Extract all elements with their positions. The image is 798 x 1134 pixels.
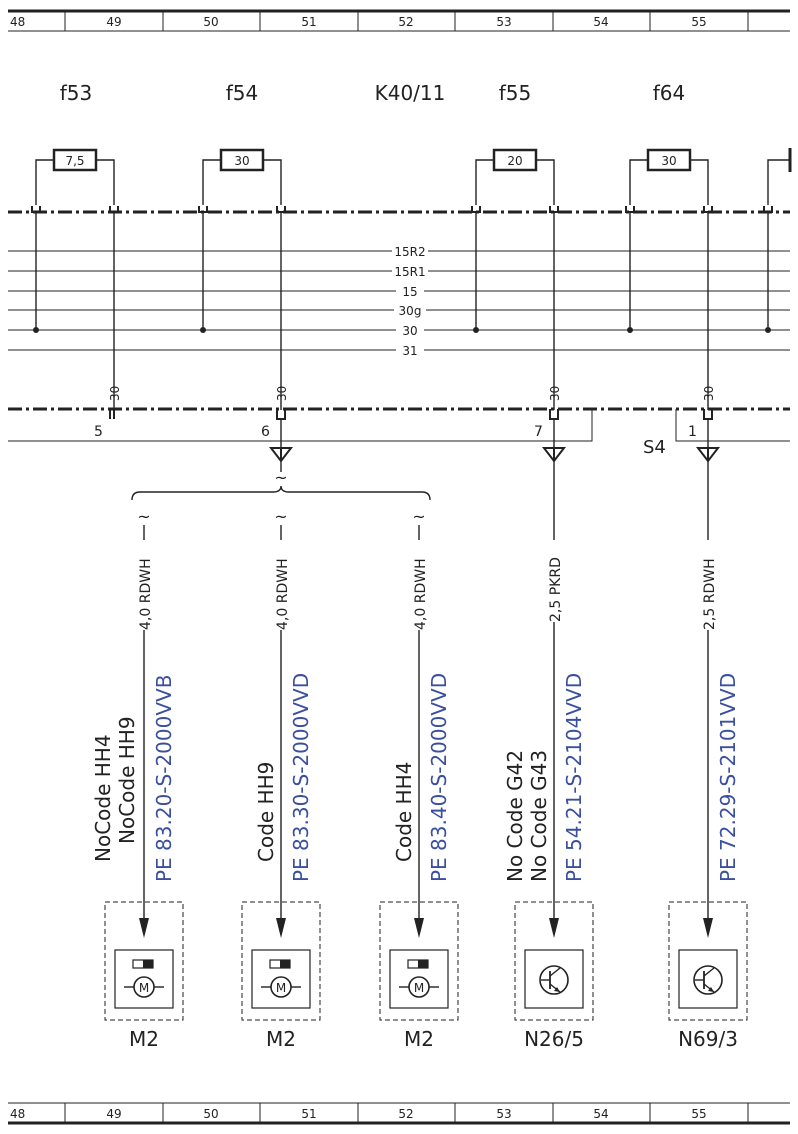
- grid-cell-50: 50: [203, 15, 218, 29]
- fuse-label-f55: f55: [499, 81, 532, 105]
- transistor-icon: [693, 965, 723, 995]
- tilde-symbol: ~: [412, 507, 425, 526]
- terminal-30-label: 30: [548, 386, 562, 401]
- grid-cell-54: 54: [593, 1107, 608, 1121]
- component-label: M2: [404, 1027, 434, 1051]
- pin-label-6: 6: [261, 424, 270, 440]
- fuse-f53: 7,5: [35, 148, 115, 205]
- bus-line-labels: 15R2 15R1 15 30g 30 31: [392, 244, 428, 358]
- grid-cell-52: 52: [398, 1107, 413, 1121]
- tilde-symbol: ~: [274, 507, 287, 526]
- wire-spec-labels: 4,0 RDWH 4,0 RDWH 4,0 RDWH 2,5 PKRD 2,5 …: [135, 540, 718, 630]
- branch-wires: [143, 461, 709, 930]
- motor-icon: M: [414, 981, 424, 995]
- tilde-symbol: ~: [137, 507, 150, 526]
- motor-component-m2: M M2: [241, 901, 321, 1051]
- bus-label-31: 31: [402, 344, 417, 358]
- part-number-label: PE 83.20-S-2000VVB: [152, 675, 176, 882]
- terminal-30-label: 30: [275, 386, 289, 401]
- grid-cell-52: 52: [398, 15, 413, 29]
- fuse-label-f54: f54: [226, 81, 259, 105]
- fuse-rating-f53: 7,5: [65, 154, 84, 168]
- motor-component-m2: M M2: [379, 901, 459, 1051]
- control-unit-component-n69-3: N69/3: [668, 901, 748, 1051]
- fuse-feed-wires: [33, 212, 771, 333]
- component-label: M2: [129, 1027, 159, 1051]
- pin-label-1: 1: [688, 424, 697, 440]
- control-unit-component-n26-5: N26/5: [514, 901, 594, 1051]
- fuse-partial-edge: [767, 148, 792, 205]
- grid-cell-48: 48: [10, 1107, 25, 1121]
- connector-through-wires: [280, 419, 709, 448]
- part-number-label: PE 72.29-S-2101VVD: [716, 673, 740, 882]
- motor-icon: M: [139, 981, 149, 995]
- bus-label-15R2: 15R2: [394, 245, 425, 259]
- component-label: M2: [266, 1027, 296, 1051]
- wire-split-bracket: ~: [131, 461, 431, 501]
- grid-cell-55: 55: [691, 1107, 706, 1121]
- bus-label-30: 30: [402, 324, 417, 338]
- pin-label-5: 5: [94, 424, 103, 440]
- fuse-rating-f64: 30: [661, 154, 676, 168]
- terminal-30-label: 30: [702, 386, 716, 401]
- code-label: No Code G42: [503, 750, 527, 882]
- wire-spec-label: 4,0 RDWH: [138, 558, 154, 630]
- plug-symbols: [268, 447, 721, 463]
- grid-cell-53: 53: [496, 15, 511, 29]
- fuse-rating-f55: 20: [507, 154, 522, 168]
- grid-cell-53: 53: [496, 1107, 511, 1121]
- bus-label-15R1: 15R1: [394, 265, 425, 279]
- wire-spec-label: 4,0 RDWH: [275, 558, 291, 630]
- code-label: NoCode HH4: [91, 734, 115, 862]
- wire-spec-label: 2,5 PKRD: [548, 557, 564, 622]
- fuse-f64: 30: [629, 148, 709, 205]
- part-number-labels: PE 83.20-S-2000VVB PE 83.30-S-2000VVD PE…: [152, 673, 740, 882]
- component-label: N26/5: [524, 1027, 584, 1051]
- output-terminal-labels: 30 30 30 30: [108, 386, 716, 401]
- component-label: N69/3: [678, 1027, 738, 1051]
- grid-cell-48: 48: [10, 15, 25, 29]
- fuse-f55: 20: [475, 148, 555, 205]
- part-number-label: PE 54.21-S-2104VVD: [562, 673, 586, 882]
- bus-label-30g: 30g: [399, 304, 422, 318]
- wire-spec-label: 4,0 RDWH: [413, 558, 429, 630]
- motor-component-m2: M M2: [104, 901, 184, 1051]
- code-label: Code HH9: [254, 762, 278, 862]
- grid-cell-49: 49: [106, 1107, 121, 1121]
- fuse-label-f64: f64: [653, 81, 686, 105]
- bus-label-15: 15: [402, 285, 417, 299]
- part-number-label: PE 83.30-S-2000VVD: [289, 673, 313, 882]
- code-labels: NoCode HH4 NoCode HH9 Code HH9 Code HH4 …: [91, 716, 551, 882]
- connector-label-S4: S4: [643, 437, 666, 458]
- pin-label-7: 7: [534, 424, 543, 440]
- fuse-label-f53: f53: [60, 81, 93, 105]
- grid-cell-54: 54: [593, 15, 608, 29]
- part-number-label: PE 83.40-S-2000VVD: [427, 673, 451, 882]
- wire-tildes: ~ ~ ~: [137, 507, 425, 526]
- fuse-rating-f54: 30: [234, 154, 249, 168]
- wire-spec-label: 2,5 RDWH: [702, 558, 718, 630]
- motor-icon: M: [276, 981, 286, 995]
- code-label: NoCode HH9: [115, 716, 139, 844]
- grid-cell-55: 55: [691, 15, 706, 29]
- fuse-box-label: K40/11: [375, 81, 446, 105]
- tilde-symbol: ~: [274, 468, 287, 487]
- connector-outlines: [8, 409, 790, 442]
- grid-cell-50: 50: [203, 1107, 218, 1121]
- top-grid-ruler: 48 49 50 51 52 53 54 55: [8, 9, 790, 32]
- fuse-output-wires: [113, 212, 709, 410]
- grid-cell-51: 51: [301, 1107, 316, 1121]
- terminal-30-label: 30: [108, 386, 122, 401]
- bottom-grid-ruler: 48 49 50 51 52 53 54 55: [8, 1102, 790, 1125]
- grid-cell-49: 49: [106, 15, 121, 29]
- code-label: No Code G43: [527, 750, 551, 882]
- fuse-f54: 30: [202, 148, 282, 205]
- code-label: Code HH4: [392, 762, 416, 862]
- grid-cell-51: 51: [301, 15, 316, 29]
- transistor-icon: [539, 965, 569, 995]
